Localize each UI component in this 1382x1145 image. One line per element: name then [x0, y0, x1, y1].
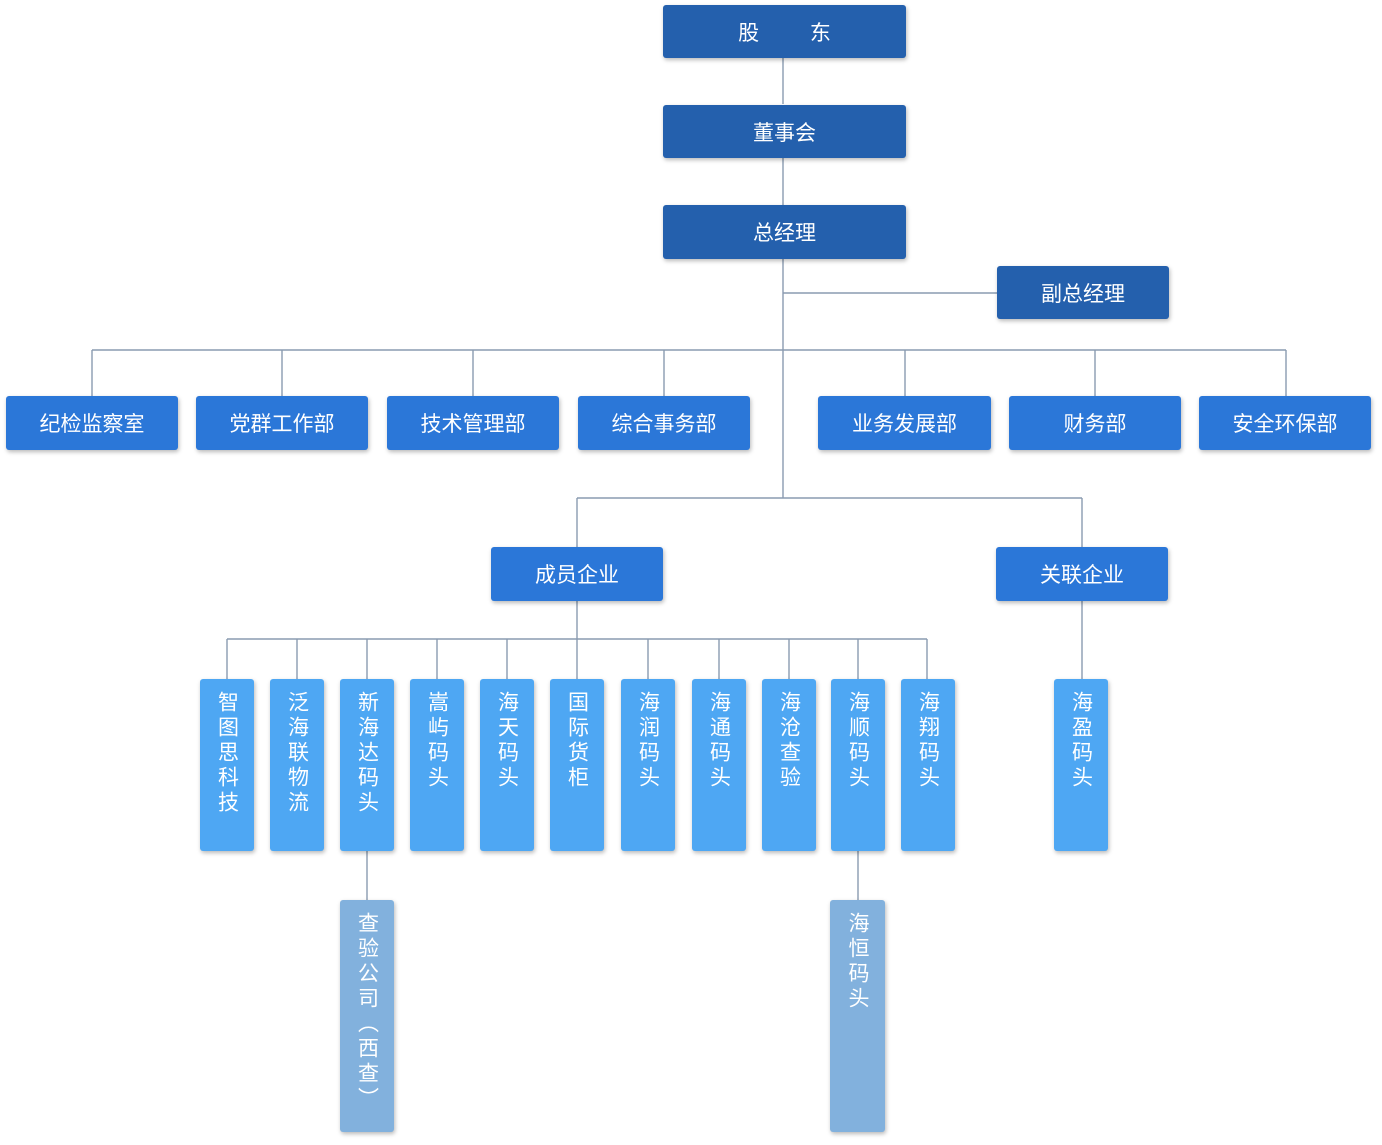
company-label: 智图思科技: [215, 691, 240, 816]
company-box: 泛海联物流: [270, 679, 324, 851]
shareholders-label: 股 东: [738, 20, 853, 45]
company-box: 海润码头: [621, 679, 675, 851]
dept-label: 党群工作部: [229, 412, 335, 436]
dept-label: 财务部: [1063, 412, 1127, 436]
company-label: 海顺码头: [846, 691, 871, 791]
associated-enterprises-box: 关联企业: [996, 547, 1168, 601]
dept-general-affairs: 综合事务部: [578, 396, 750, 450]
dept-finance: 财务部: [1009, 396, 1181, 450]
company-label: 海通码头: [707, 691, 732, 791]
general-manager-label: 总经理: [753, 221, 816, 245]
dept-business-development: 业务发展部: [818, 396, 991, 450]
vice-general-manager-label: 副总经理: [1041, 281, 1125, 306]
member-enterprises-label: 成员企业: [535, 563, 619, 587]
shareholders-box: 股 东: [663, 5, 906, 58]
inspection-company-box: 查验公司（西查）: [340, 900, 394, 1132]
company-box: 新海达码头: [340, 679, 394, 851]
company-box: 国际货柜: [550, 679, 604, 851]
sub-unit-label: 海恒码头: [846, 912, 870, 1012]
dept-label: 安全环保部: [1232, 412, 1338, 436]
company-label: 海天码头: [495, 691, 520, 791]
company-box: 海通码头: [692, 679, 746, 851]
company-box: 海翔码头: [901, 679, 955, 851]
dept-label: 纪检监察室: [39, 412, 145, 436]
company-box: 海天码头: [480, 679, 534, 851]
sub-unit-label: 查验公司（西查）: [355, 912, 380, 1112]
dept-label: 综合事务部: [611, 412, 717, 436]
dept-party-affairs: 党群工作部: [196, 396, 368, 450]
board-box: 董事会: [663, 105, 906, 158]
company-label: 泛海联物流: [285, 691, 310, 816]
company-box: 嵩屿码头: [410, 679, 464, 851]
company-label: 新海达码头: [355, 691, 380, 816]
company-label: 嵩屿码头: [425, 691, 450, 791]
dept-label: 技术管理部: [420, 412, 526, 436]
company-label: 海翔码头: [916, 691, 941, 791]
board-label: 董事会: [753, 120, 816, 145]
company-label: 海沧查验: [777, 691, 802, 791]
dept-safety-environment: 安全环保部: [1199, 396, 1371, 450]
company-label: 海盈码头: [1069, 691, 1094, 791]
dept-label: 业务发展部: [852, 412, 957, 436]
haiheng-terminal-box: 海恒码头: [830, 900, 885, 1132]
company-label: 国际货柜: [565, 691, 590, 791]
associated-enterprises-label: 关联企业: [1040, 563, 1124, 587]
company-label: 海润码头: [636, 691, 661, 791]
associate-company-box: 海盈码头: [1054, 679, 1108, 851]
company-box: 海顺码头: [831, 679, 885, 851]
dept-technical-management: 技术管理部: [387, 396, 559, 450]
dept-discipline-inspection: 纪检监察室: [6, 396, 178, 450]
member-enterprises-box: 成员企业: [491, 547, 663, 601]
company-box: 海沧查验: [762, 679, 816, 851]
general-manager-box: 总经理: [663, 205, 906, 259]
vice-general-manager-box: 副总经理: [997, 266, 1169, 319]
company-box: 智图思科技: [200, 679, 254, 851]
